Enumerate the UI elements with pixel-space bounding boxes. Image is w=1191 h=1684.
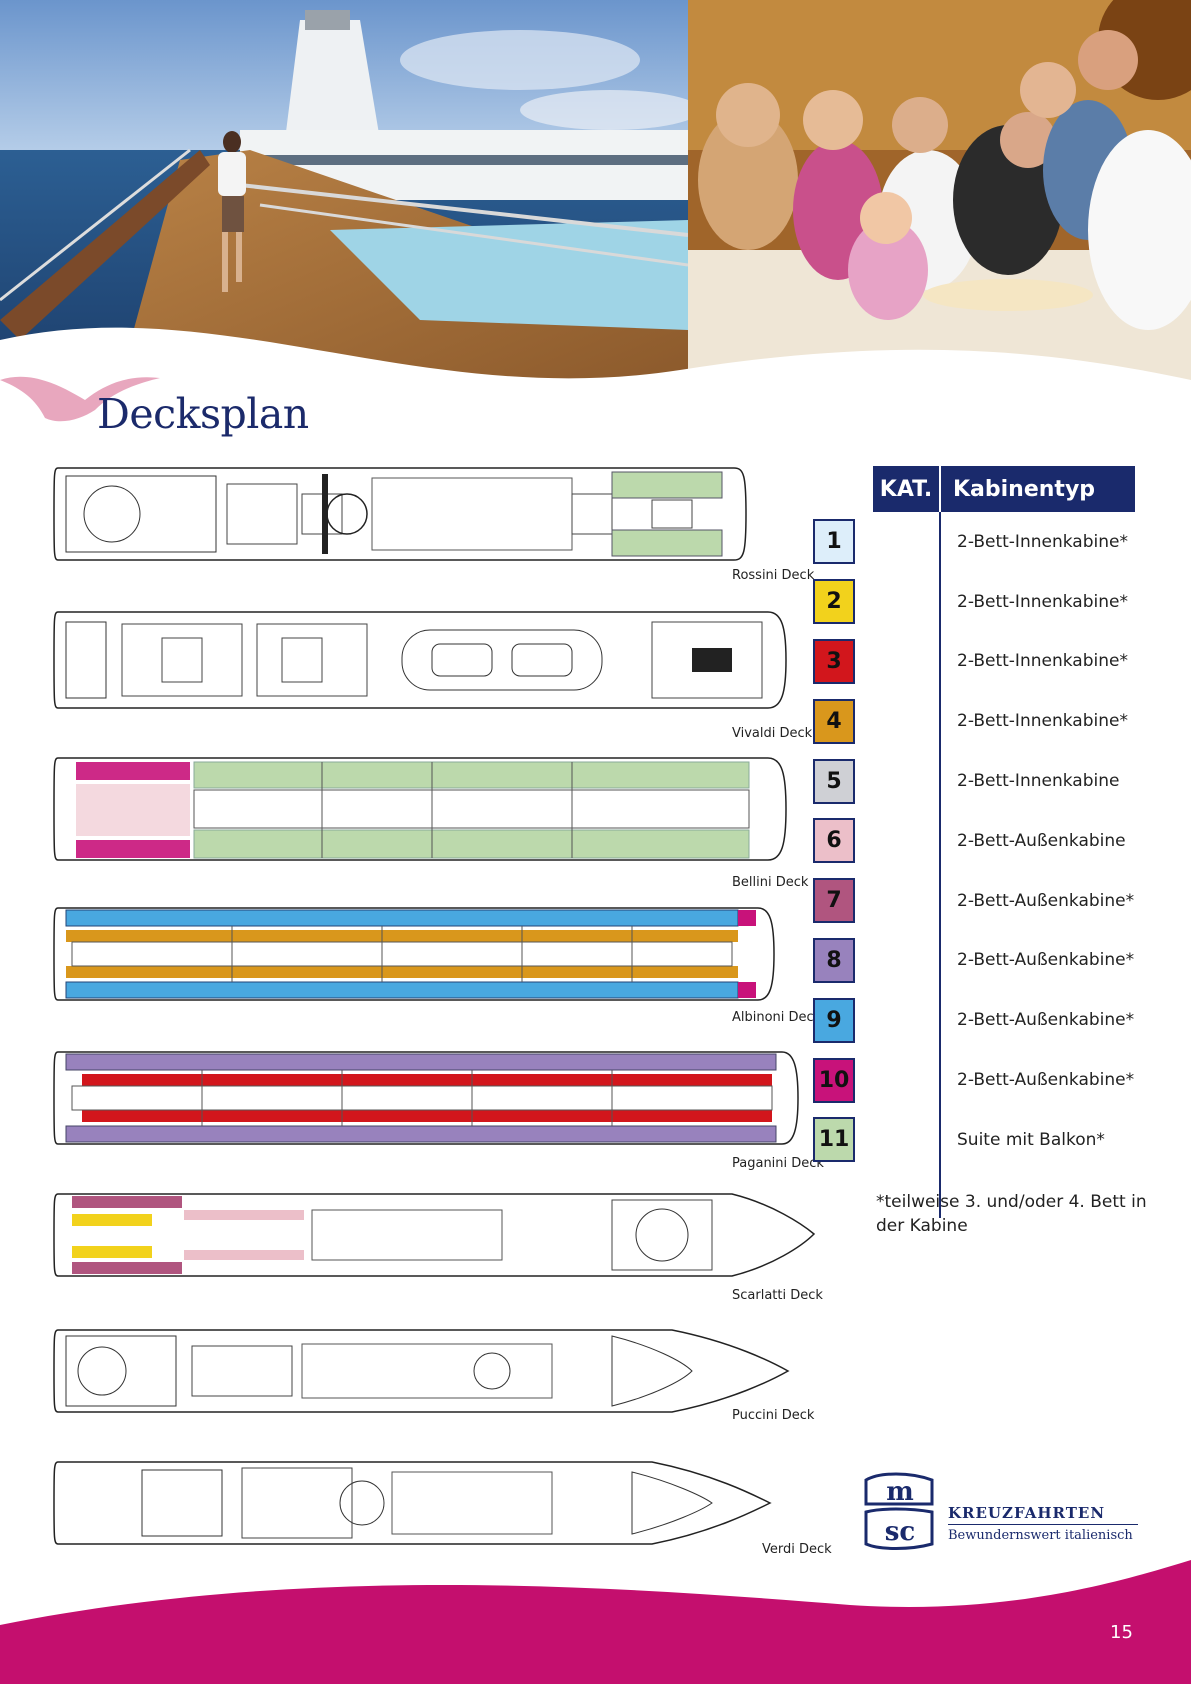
category-type: 2-Bett-Außenkabine*: [957, 950, 1135, 971]
logo-underline: [948, 1524, 1138, 1525]
legend-row: 10 2-Bett-Außenkabine*: [813, 1050, 1135, 1110]
category-type: 2-Bett-Innenkabine*: [957, 591, 1128, 612]
deck-label: Scarlatti Deck: [732, 1288, 823, 1303]
deck-plan-scarlatti: Scarlatti Deck: [52, 1190, 823, 1303]
deck-label: Paganini Deck: [732, 1156, 824, 1171]
legend-row: 4 2-Bett-Innenkabine*: [813, 691, 1135, 751]
legend-row: 2 2-Bett-Innenkabine*: [813, 572, 1135, 632]
page-number: 15: [1110, 1622, 1133, 1643]
svg-text:sc: sc: [885, 1517, 915, 1547]
deck-plan-puccini: Puccini Deck: [52, 1326, 814, 1423]
category-type: Suite mit Balkon*: [957, 1129, 1105, 1150]
logo-name: KREUZFAHRTEN: [948, 1504, 1106, 1522]
legend-header-kat: KAT.: [873, 466, 941, 512]
category-swatch: 1: [813, 519, 855, 565]
deck-plan-verdi: Verdi Deck: [52, 1458, 832, 1557]
cabin-category-legend: KAT. Kabinentyp 1 2-Bett-Innenkabine* 2 2-B…: [813, 466, 1135, 1218]
top-wave-decoration: [0, 327, 1191, 400]
legend-row: 3 2-Bett-Innenkabine*: [813, 632, 1135, 692]
bottom-wave-decoration: [0, 1560, 1191, 1684]
category-swatch: 6: [813, 818, 855, 864]
category-swatch: 9: [813, 997, 855, 1043]
category-type: 2-Bett-Außenkabine: [957, 830, 1126, 851]
deck-label: Bellini Deck: [732, 875, 809, 890]
category-swatch: 10: [813, 1057, 855, 1103]
category-swatch: 7: [813, 878, 855, 924]
legend-row: 11 Suite mit Balkon*: [813, 1110, 1135, 1170]
deck-label: Albinoni Deck: [732, 1010, 822, 1025]
legend-row: 6 2-Bett-Außenkabine: [813, 811, 1135, 871]
svg-text:m: m: [886, 1477, 914, 1507]
category-swatch: 3: [813, 638, 855, 684]
category-type: 2-Bett-Außenkabine*: [957, 1010, 1135, 1031]
deck-plan-bellini: Bellini Deck: [52, 754, 808, 890]
msc-logo: m sc KREUZFAHRTEN Bewundernswert italien…: [860, 1470, 1140, 1552]
legend-row: 5 2-Bett-Innenkabine: [813, 751, 1135, 811]
category-swatch: 8: [813, 937, 855, 983]
page-title: Decksplan: [97, 390, 309, 438]
category-type: 2-Bett-Außenkabine*: [957, 1070, 1135, 1091]
legend-rows: 1 2-Bett-Innenkabine* 2 2-Bett-Innenkabine*…: [813, 512, 1135, 1170]
deck-label: Rossini Deck: [732, 568, 815, 583]
category-type: 2-Bett-Außenkabine*: [957, 890, 1135, 911]
legend-footnote: *teilweise 3. und/oder 4. Bett in der Ka…: [876, 1192, 1147, 1236]
legend-header-type: Kabinentyp: [953, 476, 1096, 502]
category-swatch: 2: [813, 579, 855, 625]
legend-divider: [939, 512, 941, 1218]
family-dinner-photo: [688, 0, 1191, 380]
seagull-icon: [0, 376, 160, 422]
category-type: 2-Bett-Innenkabine: [957, 771, 1120, 792]
category-swatch: 4: [813, 698, 855, 744]
deck-label: Puccini Deck: [732, 1408, 815, 1423]
ship-deck-photo: [0, 0, 688, 380]
category-type: 2-Bett-Innenkabine*: [957, 531, 1128, 552]
deck-plan-paganini: Paganini Deck: [52, 1048, 824, 1171]
deck-label: Vivaldi Deck: [732, 726, 813, 741]
category-swatch: 11: [813, 1117, 855, 1163]
logo-slogan: Bewundernswert italienisch: [948, 1528, 1133, 1543]
legend-row: 7 2-Bett-Außenkabine*: [813, 871, 1135, 931]
category-swatch: 5: [813, 758, 855, 804]
deck-plan-albinoni: Albinoni Deck: [52, 904, 821, 1025]
deck-label: Verdi Deck: [762, 1542, 832, 1557]
category-type: 2-Bett-Innenkabine*: [957, 711, 1128, 732]
legend-header: KAT. Kabinentyp: [873, 466, 1135, 512]
legend-row: 8 2-Bett-Außenkabine*: [813, 931, 1135, 991]
legend-row: 1 2-Bett-Innenkabine*: [813, 512, 1135, 572]
deck-plan-vivaldi: Vivaldi Deck: [52, 608, 812, 741]
deck-plan-rossini: Rossini Deck: [52, 464, 814, 583]
legend-row: 9 2-Bett-Außenkabine*: [813, 990, 1135, 1050]
category-type: 2-Bett-Innenkabine*: [957, 651, 1128, 672]
msc-logo-mark: m sc: [864, 1472, 934, 1550]
